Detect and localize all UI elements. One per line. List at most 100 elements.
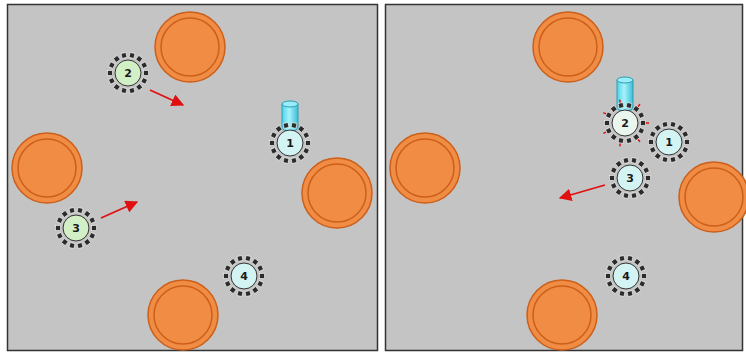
robot-sensor xyxy=(275,154,282,161)
robot-number: 4 xyxy=(611,270,641,283)
obstacle-ring xyxy=(685,168,743,226)
robot-sensor xyxy=(144,71,149,76)
obstacle-ring xyxy=(396,139,454,197)
robot-sensor xyxy=(121,52,127,58)
robot-sensor xyxy=(605,112,612,119)
robot-sensor xyxy=(670,157,676,163)
robot-sensor xyxy=(610,182,617,189)
obstacle xyxy=(155,12,225,82)
robot-sensor xyxy=(610,176,615,181)
robot-sensor xyxy=(77,207,83,213)
robot-sensor xyxy=(270,141,275,146)
sensor-signal xyxy=(603,132,606,133)
robot-sensor xyxy=(611,258,618,265)
obstacle xyxy=(527,280,597,350)
robot-sensor xyxy=(291,158,297,164)
robot-sensor xyxy=(84,210,91,217)
robot-sensor xyxy=(275,125,282,132)
robot-sensor xyxy=(306,141,311,146)
robot-sensor xyxy=(141,62,148,69)
robot-sensor xyxy=(605,121,610,126)
robot-sensor xyxy=(623,157,629,163)
robot-sensor xyxy=(611,287,618,294)
sensor-signal xyxy=(603,113,606,114)
robot-sensor xyxy=(108,62,115,69)
robot-node: 1 xyxy=(654,127,684,157)
obstacle xyxy=(302,158,372,228)
robot-sensor xyxy=(654,124,661,131)
obstacle-ring xyxy=(154,286,212,344)
obstacle xyxy=(148,280,218,350)
robot-sensor xyxy=(270,147,277,154)
robot-sensor xyxy=(283,158,289,164)
robot-sensor xyxy=(610,105,617,112)
robot-sensor xyxy=(237,255,243,261)
robot-number: 1 xyxy=(275,137,305,150)
obstacle xyxy=(390,133,460,203)
robot-sensor xyxy=(69,207,75,213)
cylinder-top xyxy=(617,77,633,83)
sensor-signal xyxy=(638,139,640,141)
robot-sensor xyxy=(685,140,690,145)
robot-sensor xyxy=(626,102,632,108)
robot-sensor xyxy=(89,232,96,239)
obstacle-ring xyxy=(161,18,219,76)
robot-sensor xyxy=(303,147,310,154)
robot-sensor xyxy=(237,291,243,297)
robot-sensor xyxy=(615,160,622,167)
robot-sensor xyxy=(136,84,143,91)
robot-sensor xyxy=(260,274,265,279)
robot-sensor xyxy=(610,167,617,174)
robot-sensor xyxy=(627,291,633,297)
robot-sensor xyxy=(606,280,613,287)
robot-node: 4 xyxy=(229,261,259,291)
obstacle-ring xyxy=(539,18,597,76)
robot-sensor xyxy=(654,153,661,160)
robot-sensor xyxy=(89,217,96,224)
robot-sensor xyxy=(129,88,135,94)
robot-sensor xyxy=(649,146,656,153)
obstacle-ring xyxy=(18,139,76,197)
robot-sensor xyxy=(56,217,63,224)
obstacle-ring xyxy=(533,286,591,344)
robot-sensor xyxy=(631,157,637,163)
robot-sensor xyxy=(643,182,650,189)
motion-arrow xyxy=(560,185,605,198)
robot-sensor xyxy=(649,131,656,138)
robot-sensor xyxy=(643,167,650,174)
robot-number: 2 xyxy=(113,67,143,80)
robot-sensor xyxy=(618,102,624,108)
robot-sensor xyxy=(224,280,231,287)
robot-number: 3 xyxy=(61,222,91,235)
robot-sensor xyxy=(298,154,305,161)
robot-sensor xyxy=(245,291,251,297)
robot-sensor xyxy=(677,153,684,160)
robot-sensor xyxy=(224,274,229,279)
robot-sensor xyxy=(252,258,259,265)
robot-sensor xyxy=(257,265,264,272)
robot-sensor xyxy=(77,243,83,249)
robot-sensor xyxy=(303,132,310,139)
robot-sensor xyxy=(257,280,264,287)
cylinder-top xyxy=(282,101,298,107)
robot-sensor xyxy=(610,134,617,141)
robot-sensor xyxy=(619,255,625,261)
robot-sensor xyxy=(61,239,68,246)
robot-sensor xyxy=(623,193,629,199)
robot-number: 3 xyxy=(615,172,645,185)
robot-sensor xyxy=(129,52,135,58)
robot-node: 4 xyxy=(611,261,641,291)
robot-sensor xyxy=(113,84,120,91)
robot-sensor xyxy=(639,280,646,287)
robot-sensor xyxy=(252,287,259,294)
robot-sensor xyxy=(92,226,97,231)
robot-sensor xyxy=(229,287,236,294)
robot-sensor xyxy=(615,189,622,196)
robot-sensor xyxy=(638,112,645,119)
robot-sensor xyxy=(682,146,689,153)
robot-sensor xyxy=(69,243,75,249)
robot-sensor xyxy=(649,140,654,145)
robot-sensor xyxy=(56,226,61,231)
object-cylinder xyxy=(282,101,298,131)
robot-sensor xyxy=(108,77,115,84)
